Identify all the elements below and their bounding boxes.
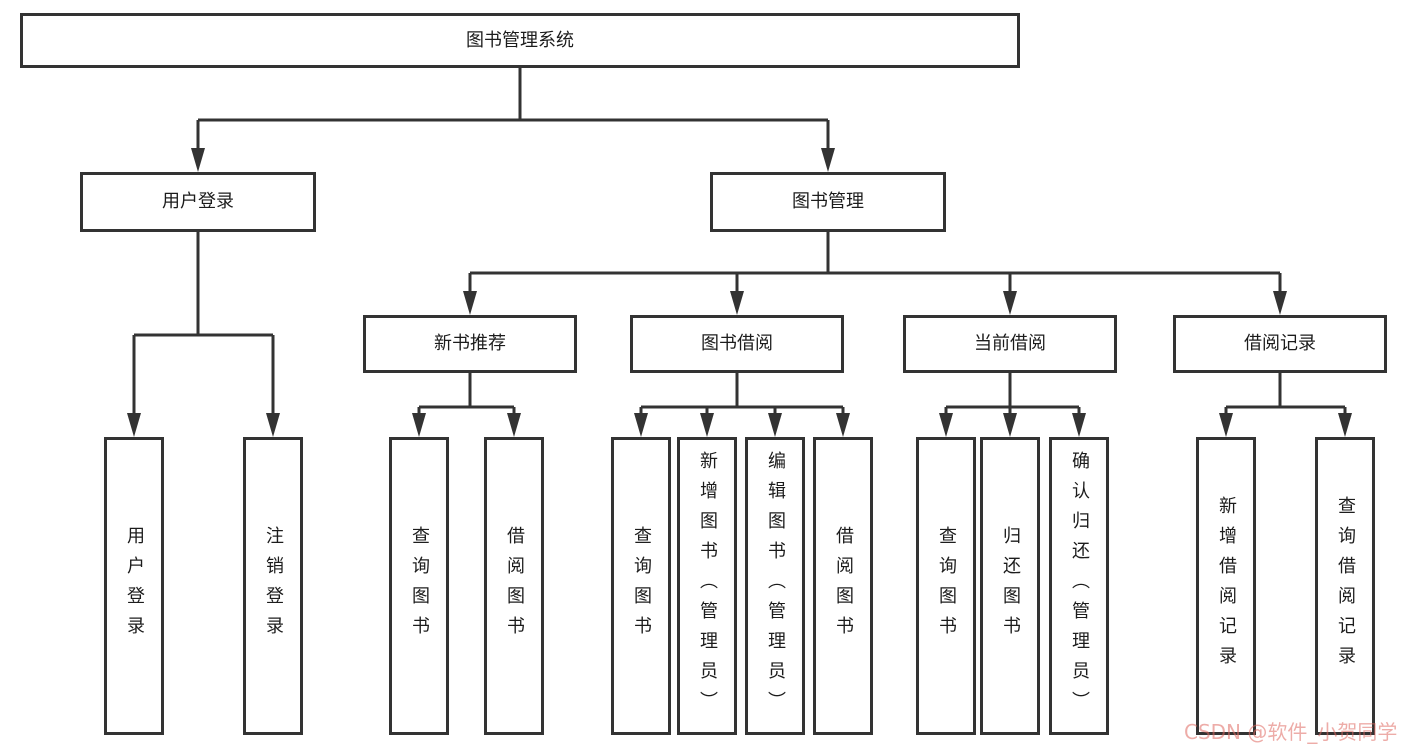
- leaf-add-books-admin-label: 新增图书（管理员）: [697, 451, 718, 721]
- node-root-label: 图书管理系统: [466, 29, 574, 51]
- node-borrow-records-label: 借阅记录: [1244, 333, 1316, 354]
- csdn-watermark: CSDN @软件_小贺同学: [1184, 720, 1398, 744]
- leaf-borrow-books-recommend: 借阅图书: [484, 437, 544, 735]
- leaf-query-books-borrow-label: 查询图书: [631, 526, 652, 646]
- leaf-borrow-books: 借阅图书: [813, 437, 873, 735]
- leaf-query-books-recommend: 查询图书: [389, 437, 449, 735]
- tree-edges: [132, 68, 1347, 415]
- leaf-confirm-return-admin: 确认归还（管理员）: [1049, 437, 1109, 735]
- leaf-query-borrow-record-label: 查询借阅记录: [1335, 496, 1356, 676]
- node-book-borrow: 图书借阅: [630, 315, 844, 373]
- leaf-user-login-label: 用户登录: [124, 526, 145, 646]
- node-book-management: 图书管理: [710, 172, 946, 232]
- leaf-logout: 注销登录: [243, 437, 303, 735]
- leaf-query-borrow-record: 查询借阅记录: [1315, 437, 1375, 735]
- leaf-edit-books-admin: 编辑图书（管理员）: [745, 437, 805, 735]
- leaf-logout-label: 注销登录: [263, 526, 284, 646]
- node-borrow-records: 借阅记录: [1173, 315, 1387, 373]
- leaf-edit-books-admin-label: 编辑图书（管理员）: [765, 451, 786, 721]
- leaf-add-books-admin: 新增图书（管理员）: [677, 437, 737, 735]
- node-current-borrow-label: 当前借阅: [974, 333, 1046, 354]
- leaf-borrow-books-label: 借阅图书: [833, 526, 854, 646]
- node-user-login-group: 用户登录: [80, 172, 316, 232]
- node-new-book-recommend: 新书推荐: [363, 315, 577, 373]
- node-user-login-group-label: 用户登录: [162, 191, 234, 212]
- leaf-query-books-borrow: 查询图书: [611, 437, 671, 735]
- leaf-user-login: 用户登录: [104, 437, 164, 735]
- leaf-query-books-current: 查询图书: [916, 437, 976, 735]
- node-book-borrow-label: 图书借阅: [701, 333, 773, 354]
- node-root-system: 图书管理系统: [20, 13, 1020, 68]
- arrowheads: [127, 148, 1352, 437]
- leaf-return-books-label: 归还图书: [1000, 526, 1021, 646]
- leaf-add-borrow-record: 新增借阅记录: [1196, 437, 1256, 735]
- leaf-confirm-return-admin-label: 确认归还（管理员）: [1069, 451, 1090, 721]
- node-new-book-recommend-label: 新书推荐: [434, 333, 506, 354]
- leaf-add-borrow-record-label: 新增借阅记录: [1216, 496, 1237, 676]
- leaf-query-books-current-label: 查询图书: [936, 526, 957, 646]
- leaf-return-books: 归还图书: [980, 437, 1040, 735]
- node-current-borrow: 当前借阅: [903, 315, 1117, 373]
- leaf-query-books-recommend-label: 查询图书: [409, 526, 430, 646]
- leaf-borrow-books-recommend-label: 借阅图书: [504, 526, 525, 646]
- node-book-management-label: 图书管理: [792, 191, 864, 212]
